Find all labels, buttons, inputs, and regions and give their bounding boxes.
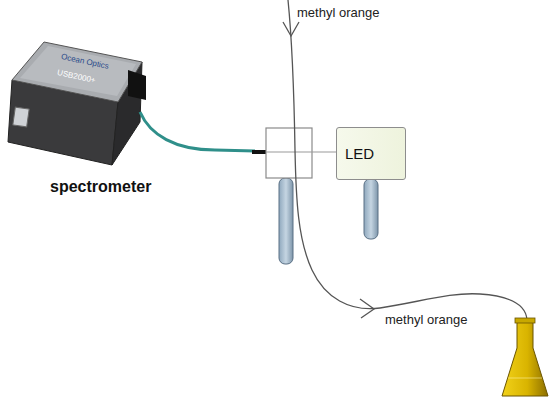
instrument-label: spectrometer xyxy=(50,178,151,196)
led-box: LED xyxy=(336,127,406,180)
erlenmeyer-flask xyxy=(502,318,548,396)
liquid-label: methyl orange xyxy=(385,313,467,327)
flow-arrow xyxy=(283,22,299,36)
led-post xyxy=(364,179,378,239)
tubing xyxy=(288,0,527,320)
fiber-cable xyxy=(140,112,255,151)
cuvette-holder xyxy=(266,128,312,178)
light-path xyxy=(266,151,336,152)
liquid-label: methyl orange xyxy=(297,6,379,20)
node-text: LED xyxy=(345,145,397,162)
spectrometer-device xyxy=(8,42,146,165)
holder-post xyxy=(279,178,293,264)
flow-arrow xyxy=(360,299,374,318)
